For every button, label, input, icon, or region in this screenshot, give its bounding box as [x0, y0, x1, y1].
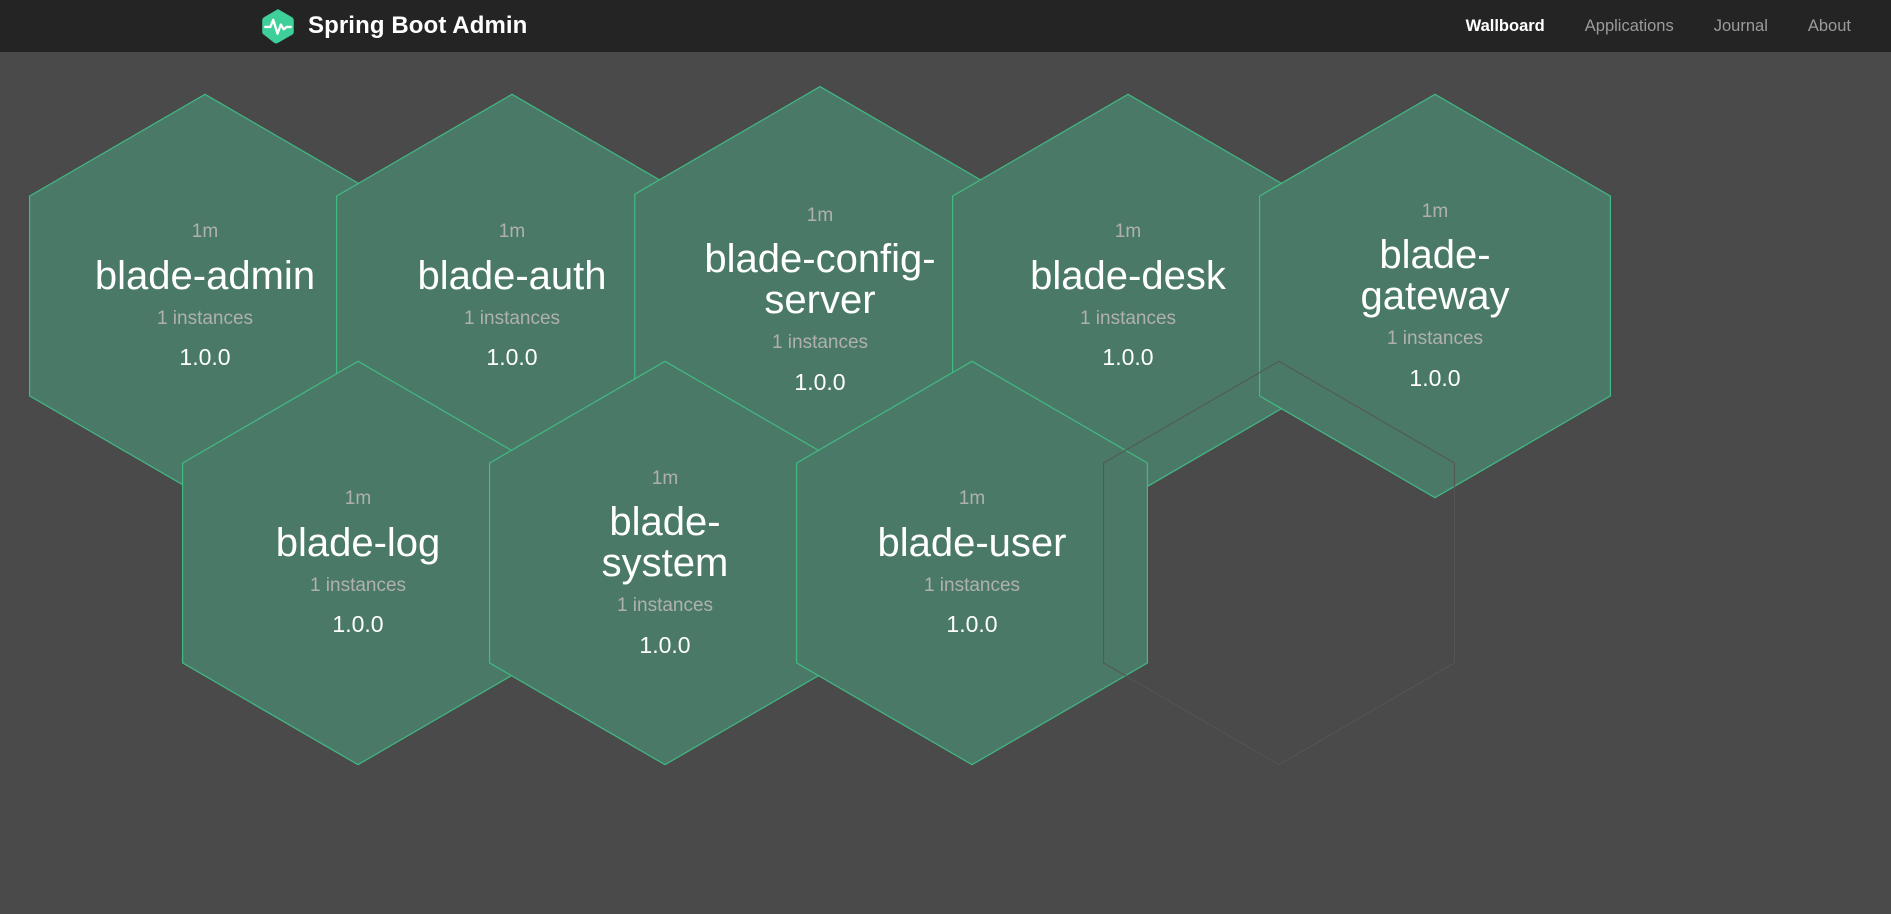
application-hexagon-empty — [1100, 357, 1458, 769]
hexagon-grid: 1m blade-admin 1 instances 1.0.0 1m blad… — [0, 52, 1891, 914]
brand-title: Spring Boot Admin — [308, 12, 528, 39]
application-hexagon[interactable]: 1m blade-user 1 instances 1.0.0 — [793, 357, 1151, 769]
heartbeat-hexagon-logo-icon — [259, 7, 297, 45]
wallboard: 1m blade-admin 1 instances 1.0.0 1m blad… — [0, 52, 1891, 914]
application-hexagon[interactable]: 1m blade-system 1 instances 1.0.0 — [486, 357, 844, 769]
brand-link[interactable]: Spring Boot Admin — [259, 7, 527, 45]
nav-links: Wallboard Applications Journal About — [1466, 17, 1851, 36]
nav-link-applications[interactable]: Applications — [1584, 16, 1674, 35]
top-navbar: Spring Boot Admin Wallboard Applications… — [0, 0, 1891, 52]
application-hexagon[interactable]: 1m blade-log 1 instances 1.0.0 — [179, 357, 537, 769]
nav-link-journal[interactable]: Journal — [1713, 16, 1768, 35]
nav-link-about[interactable]: About — [1807, 16, 1851, 35]
nav-link-wallboard[interactable]: Wallboard — [1465, 16, 1545, 35]
